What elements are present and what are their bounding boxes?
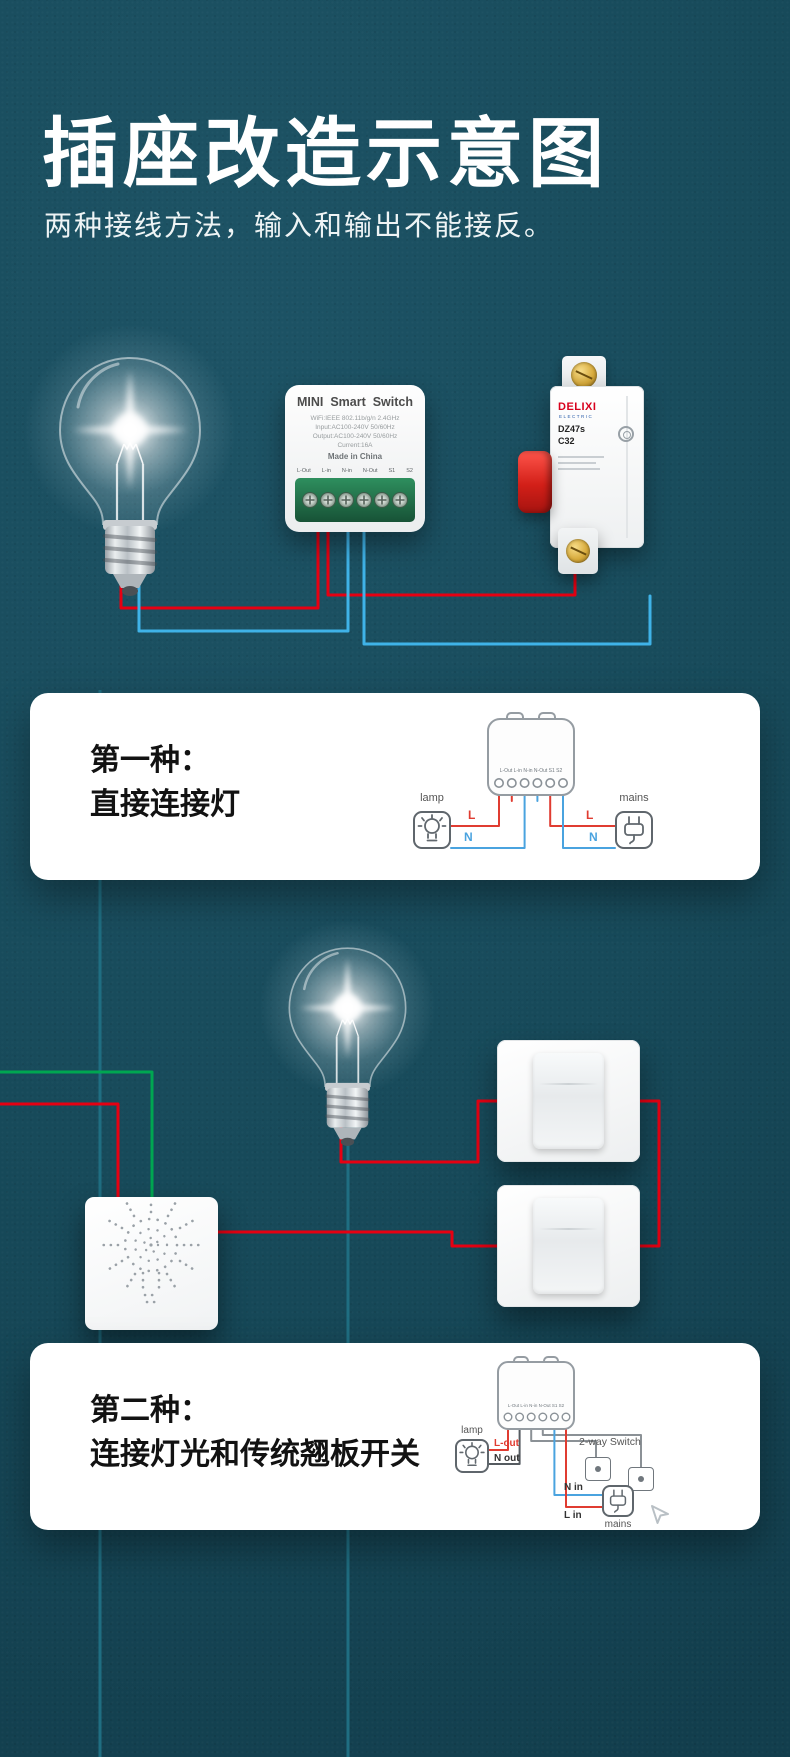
- page-subtitle: 两种接线方法，输入和输出不能接反。: [44, 210, 555, 241]
- module-made-in: Made in China: [327, 452, 383, 461]
- module-spec-line: WiFi:IEEE 802.11b/g/n 2.4GHz: [310, 415, 400, 422]
- smart-switch-module: MINI Smart Switch WiFi:IEEE 802.11b/g/n …: [285, 385, 425, 532]
- ccc-mark-icon: [618, 426, 634, 442]
- module-spec-line: Output:AC100-240V 50/60Hz: [312, 433, 398, 440]
- circuit-breaker: DELIXI ELECTRIC DZ47s C32: [515, 356, 650, 578]
- lamp-icon: [413, 811, 451, 849]
- terminal-label: L-Out: [297, 468, 311, 474]
- breaker-body: DELIXI ELECTRIC DZ47s C32: [550, 386, 644, 548]
- l-wire-label: L: [586, 808, 594, 822]
- screw-icon: [566, 539, 590, 563]
- module-terminal-labels: L-Out L-in N-in N-Out S1 S2: [297, 468, 413, 474]
- method1-card: 第一种： 直接连接灯 L-Out L-in N-in N-Out S1 S2 l…: [30, 693, 760, 880]
- mini-module-icon: L-Out L-in N-in N-Out S1 S2: [495, 1355, 577, 1435]
- mains-label: mains: [604, 1519, 632, 1530]
- wall-switch-1[interactable]: [497, 1040, 640, 1162]
- module-spec-line: Current:16A: [337, 442, 373, 449]
- breaker-brand-sub: ELECTRIC: [559, 414, 594, 419]
- module-title: MINI Smart Switch: [297, 395, 413, 409]
- mains-plug-icon: [615, 811, 653, 849]
- breaker-model: DZ47s: [558, 424, 586, 434]
- mini-terminal-labels: L-Out L-in N-in N-Out S1 S2: [507, 1403, 565, 1408]
- breaker-seam: [626, 396, 628, 538]
- l-in-label: L in: [564, 1510, 582, 1521]
- terminal-label: S1: [388, 468, 396, 474]
- breaker-rating: C32: [558, 436, 575, 446]
- mains-label: mains: [619, 792, 649, 804]
- breaker-brand: DELIXI: [558, 401, 597, 413]
- mains-plug-icon: [602, 1485, 634, 1517]
- lamp-icon: [455, 1439, 489, 1473]
- method1-heading: 第一种：: [90, 744, 210, 777]
- method2-heading: 第二种：: [90, 1394, 210, 1427]
- lamp-label: lamp: [420, 792, 444, 804]
- module-spec-line: Input:AC100-240V 50/60Hz: [315, 424, 395, 431]
- mini-module-icon: L-Out L-in N-in N-Out S1 S2: [485, 711, 577, 801]
- terminal-label: S2: [406, 468, 413, 474]
- lamp-label: lamp: [461, 1425, 483, 1436]
- method1-subheading: 直接连接灯: [90, 788, 240, 821]
- screw-icon: [571, 362, 597, 388]
- rocker-button[interactable]: [533, 1053, 604, 1149]
- mini-switch-icon: [585, 1457, 611, 1481]
- method2-card: 第二种： 连接灯光和传统翘板开关 L-Out L-in N-in N-Out S…: [30, 1343, 760, 1530]
- l-out-label: L-out: [494, 1438, 519, 1449]
- n-out-label: N out: [494, 1453, 520, 1464]
- wall-switch-2[interactable]: [497, 1185, 640, 1307]
- mini-switch-icon: [628, 1467, 654, 1491]
- terminal-block: [295, 478, 415, 522]
- l-wire-label: L: [468, 808, 476, 822]
- n-wire-label: N: [589, 830, 598, 844]
- perforated-panel: [85, 1197, 218, 1330]
- mini-terminal-labels: L-Out L-in N-in N-Out S1 S2: [499, 768, 563, 774]
- rocker-button[interactable]: [533, 1198, 604, 1294]
- breaker-bottom-terminal: [558, 528, 598, 574]
- n-in-label: N in: [564, 1482, 583, 1493]
- module-specs: WiFi:IEEE 802.11b/g/n 2.4GHz Input:AC100…: [285, 414, 425, 450]
- bulb-dots-pattern: [97, 1197, 205, 1304]
- light-bulb-2: [256, 910, 439, 1151]
- breaker-lever[interactable]: [518, 451, 552, 513]
- method2-subheading: 连接灯光和传统翘板开关: [90, 1438, 420, 1471]
- terminal-label: N-in: [341, 468, 352, 474]
- cursor-arrow-icon: [651, 1505, 669, 1524]
- n-wire-label: N: [464, 830, 473, 844]
- light-bulb-1: [20, 312, 240, 602]
- terminal-label: N-Out: [362, 468, 378, 474]
- two-way-switch-label: 2-way Switch: [579, 1436, 641, 1448]
- page-title: 插座改造示意图: [42, 112, 609, 197]
- terminal-label: L-in: [321, 468, 331, 474]
